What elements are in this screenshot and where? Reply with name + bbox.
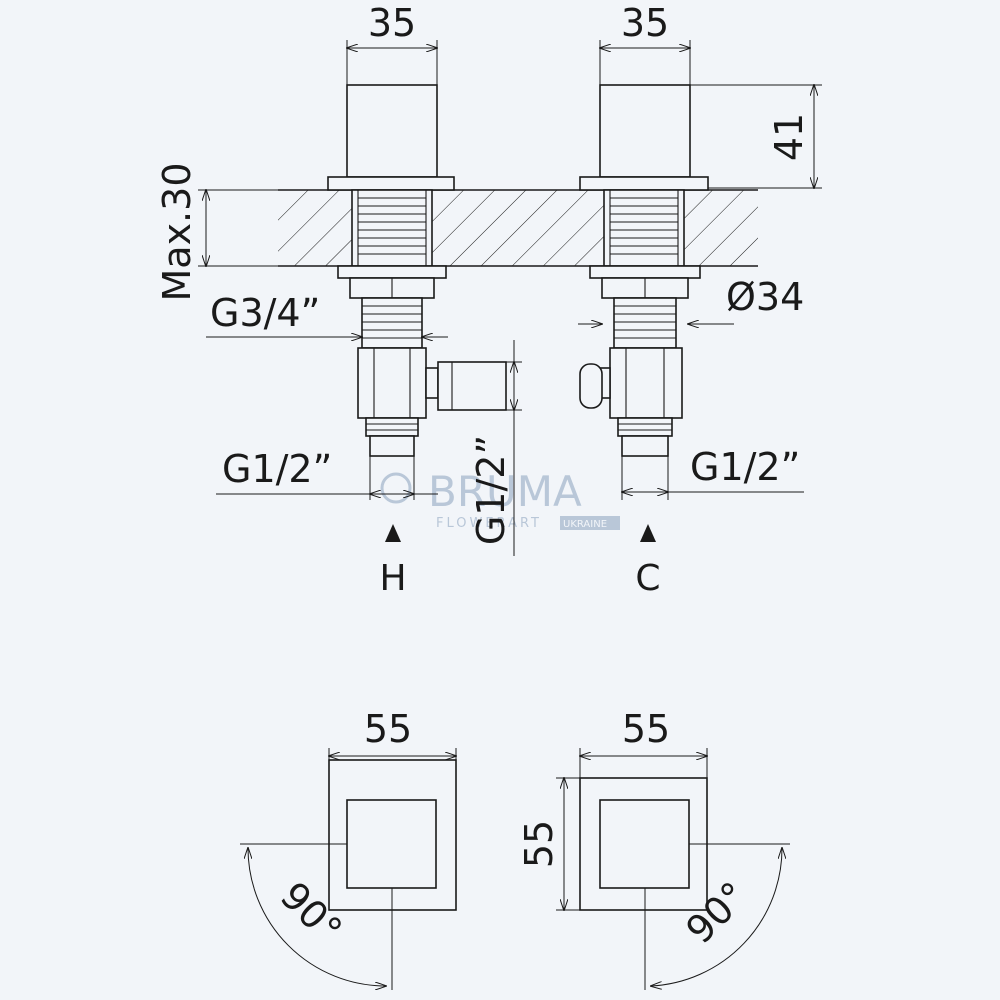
arrow-up-icon (640, 524, 656, 542)
label-hot: H (379, 558, 406, 599)
dim-label-diameter: Ø34 (726, 275, 804, 319)
watermark-tag-box (560, 516, 620, 530)
label-cold: C (635, 558, 660, 599)
inlet-hot: H (379, 524, 407, 599)
dim-label-height-41: 41 (767, 113, 811, 161)
dimension-max30: Max.30 (155, 163, 278, 302)
watermark-logo-icon (380, 472, 412, 504)
dimension-thread-34: G3/4” (206, 291, 448, 337)
dimension-diameter: Ø34 (578, 275, 804, 324)
dim-label-thread-12-right: G1/2” (690, 445, 800, 489)
countertop-section (278, 189, 758, 267)
dim-label-width-right: 35 (621, 1, 669, 45)
valve-hot (327, 84, 507, 457)
valve-cold (579, 84, 709, 457)
dim-label-thread-12-vertical: G1/2” (469, 435, 513, 545)
watermark-tag: UKRAINE (563, 519, 607, 530)
dimension-thread-12-left: G1/2” (216, 447, 438, 500)
plate-left: 55 90° (240, 707, 456, 990)
dimension-width-right: 35 (600, 1, 690, 85)
dimension-height-41: 41 (690, 85, 822, 188)
dimension-width-left: 35 (347, 1, 437, 85)
dim-label-thread-12-left: G1/2” (222, 447, 332, 491)
watermark-sub: FLOWERART (436, 516, 542, 531)
inlet-cold: C (635, 524, 661, 599)
plate-right: 55 55 90° (517, 707, 790, 990)
dim-label-thread-34: G3/4” (210, 291, 320, 335)
dim-label-width-left: 35 (368, 1, 416, 45)
dimension-thread-12-right: G1/2” (622, 445, 804, 500)
dimension-thread-12-vertical: G1/2” (469, 340, 522, 556)
watermark-brand: BRUMA (428, 467, 582, 516)
watermark: BRUMA FLOWERART UKRAINE (380, 467, 620, 531)
dim-label-plate-height-right: 55 (517, 820, 561, 868)
arrow-up-icon (385, 524, 401, 542)
dim-label-plate-width-right: 55 (622, 707, 670, 751)
dim-label-plate-width-left: 55 (364, 707, 412, 751)
dim-label-max30: Max.30 (155, 163, 199, 302)
